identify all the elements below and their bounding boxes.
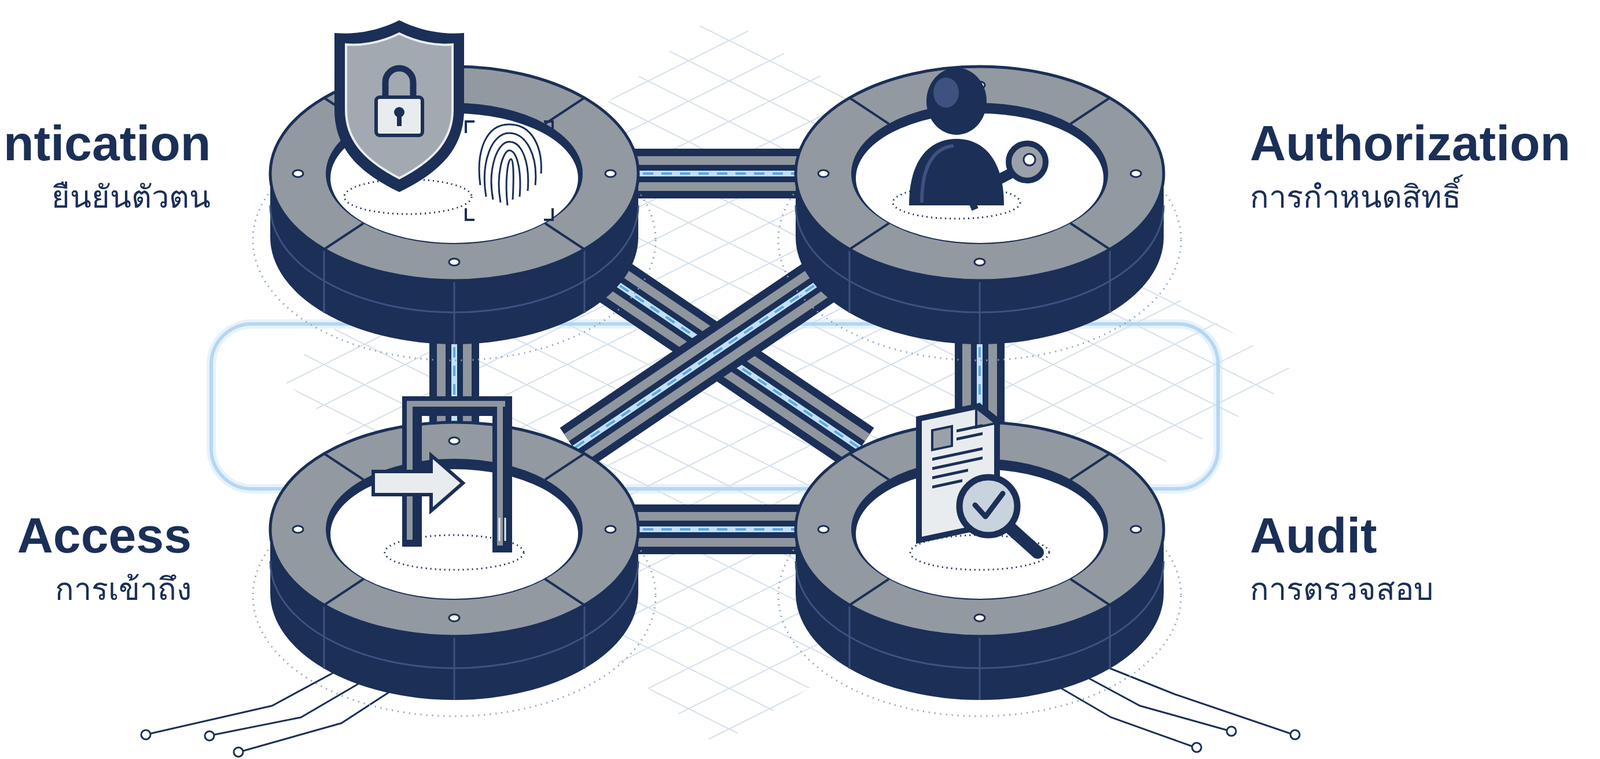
- shield-lock-icon: [334, 20, 472, 215]
- label-heading: ntication: [3, 115, 211, 171]
- gate-icon: [373, 396, 524, 570]
- label-thai: การเข้าถึง: [17, 569, 192, 610]
- node-label: Audit การตรวจสอบ: [1249, 508, 1434, 611]
- ring-platform: [778, 66, 1182, 361]
- ring-node: Auditการตรวจสอบ: [846, 448, 1113, 611]
- document-audit-icon: [910, 398, 1050, 570]
- key-icon: [960, 143, 1046, 210]
- label-thai: การกำหนดสิทธิ์: [1249, 177, 1571, 218]
- ring-platform: [252, 422, 656, 717]
- ring-node: nticationยืนยันตัวตน: [321, 92, 588, 255]
- ring-node: Accessการเข้าถึง: [321, 448, 588, 611]
- label-heading: Access: [17, 508, 192, 564]
- fingerprint-icon: [465, 121, 553, 220]
- node-label: Authorization การกำหนดสิทธิ์: [1249, 115, 1571, 219]
- label-thai: การตรวจสอบ: [1249, 569, 1434, 610]
- label-heading: Authorization: [1249, 115, 1571, 171]
- label-heading: Audit: [1249, 508, 1434, 564]
- user-icon: [892, 67, 1021, 219]
- ring-node: Authorizationการกำหนดสิทธิ์: [846, 92, 1113, 255]
- circuit-pads: [141, 726, 1300, 757]
- node-label: ntication ยืนยันตัวตน: [3, 115, 211, 219]
- circuit-leads: [150, 659, 1291, 752]
- label-thai: ยืนยันตัวตน: [3, 177, 211, 218]
- node-label: Access การเข้าถึง: [17, 508, 192, 611]
